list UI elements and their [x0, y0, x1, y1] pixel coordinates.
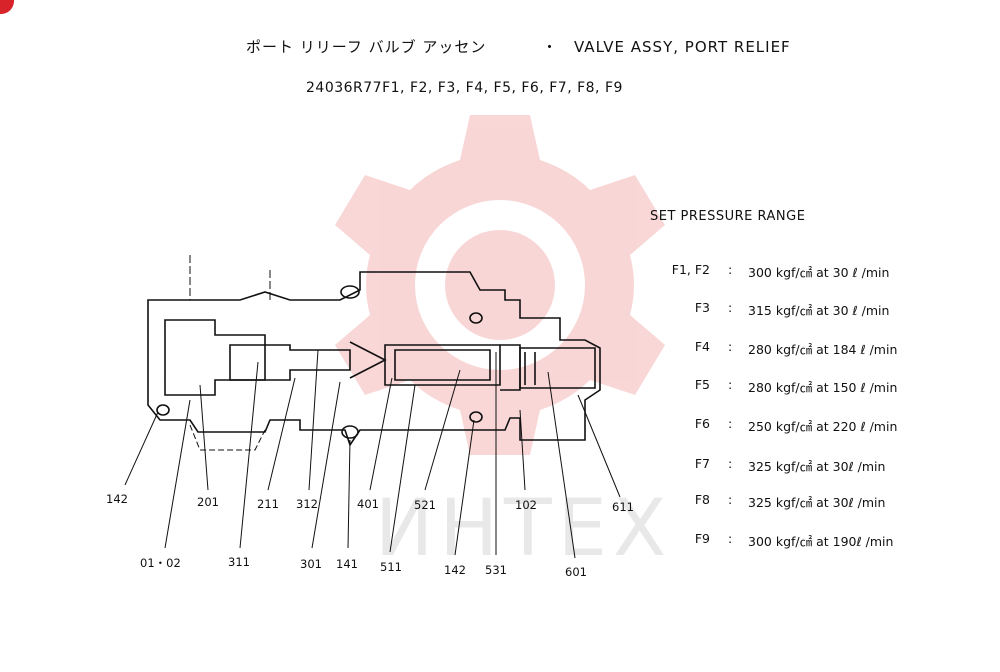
callout-label: 521 — [414, 498, 436, 512]
spec-value: 325 kgf/㎠ at 30ℓ /min — [748, 459, 886, 474]
variant-code: F7 — [694, 456, 710, 471]
callout-label: 141 — [336, 557, 358, 571]
variant-code: F8 — [694, 492, 710, 507]
callout-label: 401 — [357, 497, 379, 511]
spec-value: 250 kgf/㎠ at 220 ℓ /min — [748, 419, 898, 434]
spec-value: 280 kgf/㎠ at 150 ℓ /min — [748, 380, 898, 395]
variant-code: F1, F2 — [671, 262, 710, 277]
callout-label: 601 — [565, 565, 587, 579]
callout-label: 142 — [106, 492, 128, 506]
callout-label: 201 — [197, 495, 219, 509]
watermark-text: ИНТЕХ — [375, 484, 672, 574]
spec-colon: : — [728, 492, 733, 507]
variant-code: F3 — [694, 300, 710, 315]
variant-code: F9 — [694, 531, 710, 546]
variant-code: F4 — [694, 339, 710, 354]
spec-value: 300 kgf/㎠ at 30 ℓ /min — [748, 265, 890, 280]
variant-code: F6 — [694, 416, 710, 431]
spec-value: 315 kgf/㎠ at 30 ℓ /min — [748, 303, 890, 318]
callout-label: 102 — [515, 498, 537, 512]
title-separator: ・ — [542, 38, 558, 56]
callout-label: 311 — [228, 555, 250, 569]
pressure-range-heading: SET PRESSURE RANGE — [650, 209, 806, 224]
callout-label: 511 — [380, 560, 402, 574]
spec-value: 300 kgf/㎠ at 190ℓ /min — [748, 534, 894, 549]
spec-colon: : — [728, 416, 733, 431]
callout-label: 531 — [485, 563, 507, 577]
callout-label: 142 — [444, 563, 466, 577]
callout-label: 211 — [257, 497, 279, 511]
callout-label: 01・02 — [140, 556, 181, 570]
callout-label: 301 — [300, 557, 322, 571]
title-japanese: ポート リリーフ バルブ アッセン — [246, 38, 487, 56]
spec-colon: : — [728, 377, 733, 392]
callout-label: 611 — [612, 500, 634, 514]
spec-value: 280 kgf/㎠ at 184 ℓ /min — [748, 342, 898, 357]
title-english: VALVE ASSY, PORT RELIEF — [574, 38, 791, 56]
spec-value: 325 kgf/㎠ at 30ℓ /min — [748, 495, 886, 510]
spec-colon: : — [728, 531, 733, 546]
callout-label: 312 — [296, 497, 318, 511]
gear-watermark-icon — [335, 115, 665, 455]
variant-code: F5 — [694, 377, 710, 392]
part-numbers: 24036R77F1, F2, F3, F4, F5, F6, F7, F8, … — [306, 80, 623, 96]
spec-colon: : — [728, 262, 733, 277]
spec-colon: : — [728, 456, 733, 471]
spec-colon: : — [728, 300, 733, 315]
spec-colon: : — [728, 339, 733, 354]
